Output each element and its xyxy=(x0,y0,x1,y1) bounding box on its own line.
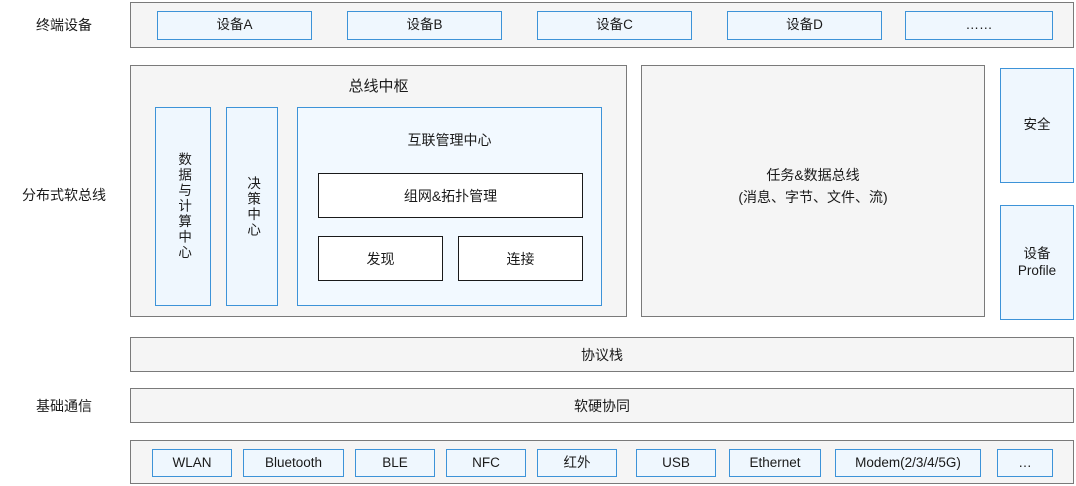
transport-chip-more[interactable]: … xyxy=(997,449,1053,477)
protocol-stack-label: 协议栈 xyxy=(581,346,623,363)
task-data-bus-line1: 任务&数据总线 xyxy=(766,167,860,183)
transport-chip-ethernet-label: Ethernet xyxy=(749,454,801,470)
security-chip[interactable]: 安全 xyxy=(1000,68,1074,183)
task-data-bus-panel xyxy=(641,65,985,317)
discovery-label: 发现 xyxy=(366,250,395,267)
transport-chip-infrared[interactable]: 红外 xyxy=(537,449,617,477)
row-label-terminal-devices: 终端设备 xyxy=(36,17,92,33)
data-compute-center-label: 数据与计算中心 xyxy=(176,152,192,261)
transport-chip-nfc-label: NFC xyxy=(472,454,500,470)
transport-chip-ble[interactable]: BLE xyxy=(355,449,435,477)
decision-center-label: 决策中心 xyxy=(245,175,261,238)
transport-chip-nfc[interactable]: NFC xyxy=(446,449,526,477)
device-chip-c[interactable]: 设备C xyxy=(537,11,692,40)
row-label-basic-communication: 基础通信 xyxy=(36,398,92,414)
task-data-bus-text: 任务&数据总线 (消息、字节、文件、流) xyxy=(641,165,985,208)
decision-center-chip[interactable]: 决策中心 xyxy=(226,107,278,306)
task-data-bus-line2: (消息、字节、文件、流) xyxy=(738,188,888,205)
device-chip-d-label: 设备D xyxy=(786,17,823,33)
transport-chip-ble-label: BLE xyxy=(382,454,408,470)
transport-chip-wlan-label: WLAN xyxy=(172,454,212,470)
transports-band: WLAN Bluetooth BLE NFC 红外 USB Ethernet M… xyxy=(130,440,1074,484)
security-label: 安全 xyxy=(1023,117,1051,133)
transport-chip-modem[interactable]: Modem(2/3/4/5G) xyxy=(835,449,981,477)
protocol-stack-band xyxy=(130,337,1074,372)
transport-chip-bluetooth-label: Bluetooth xyxy=(264,454,323,470)
device-chip-a[interactable]: 设备A xyxy=(157,11,312,40)
device-chip-c-label: 设备C xyxy=(596,17,633,33)
row-label-soft-bus: 分布式软总线 xyxy=(22,187,106,203)
transport-chip-wlan[interactable]: WLAN xyxy=(152,449,232,477)
transport-chip-ethernet[interactable]: Ethernet xyxy=(729,449,821,477)
device-chip-b[interactable]: 设备B xyxy=(347,11,502,40)
device-chip-a-label: 设备A xyxy=(216,17,253,33)
connection-chip[interactable]: 连接 xyxy=(458,236,583,281)
transport-chip-modem-label: Modem(2/3/4/5G) xyxy=(855,454,961,470)
transport-chip-usb[interactable]: USB xyxy=(636,449,716,477)
data-compute-center-chip[interactable]: 数据与计算中心 xyxy=(155,107,211,306)
hw-sw-collaboration-label: 软硬协同 xyxy=(574,397,630,414)
device-profile-label-line2: Profile xyxy=(1017,262,1057,278)
device-profile-chip[interactable]: 设备 Profile xyxy=(1000,205,1074,320)
device-chip-d[interactable]: 设备D xyxy=(727,11,882,40)
device-chip-more[interactable]: …… xyxy=(905,11,1053,40)
transport-chip-bluetooth[interactable]: Bluetooth xyxy=(243,449,344,477)
terminal-devices-band: 设备A 设备B 设备C 设备D …… xyxy=(130,2,1074,48)
connection-label: 连接 xyxy=(506,250,535,267)
interconnect-management-center-panel: 互联管理中心 组网&拓扑管理 发现 连接 xyxy=(297,107,602,306)
device-profile-label-line1: 设备 xyxy=(1023,246,1051,262)
transport-chip-usb-label: USB xyxy=(662,454,690,470)
device-chip-b-label: 设备B xyxy=(406,17,443,33)
network-topology-management-chip[interactable]: 组网&拓扑管理 xyxy=(318,173,583,218)
discovery-chip[interactable]: 发现 xyxy=(318,236,443,281)
device-chip-more-label: …… xyxy=(965,17,993,33)
interconnect-management-center-title: 互联管理中心 xyxy=(407,132,492,148)
transport-chip-more-label: … xyxy=(1018,454,1032,470)
hw-sw-collaboration-band xyxy=(130,388,1074,423)
transport-chip-infrared-label: 红外 xyxy=(563,454,591,470)
bus-hub-title: 总线中枢 xyxy=(348,78,409,95)
network-topology-management-label: 组网&拓扑管理 xyxy=(403,187,498,204)
